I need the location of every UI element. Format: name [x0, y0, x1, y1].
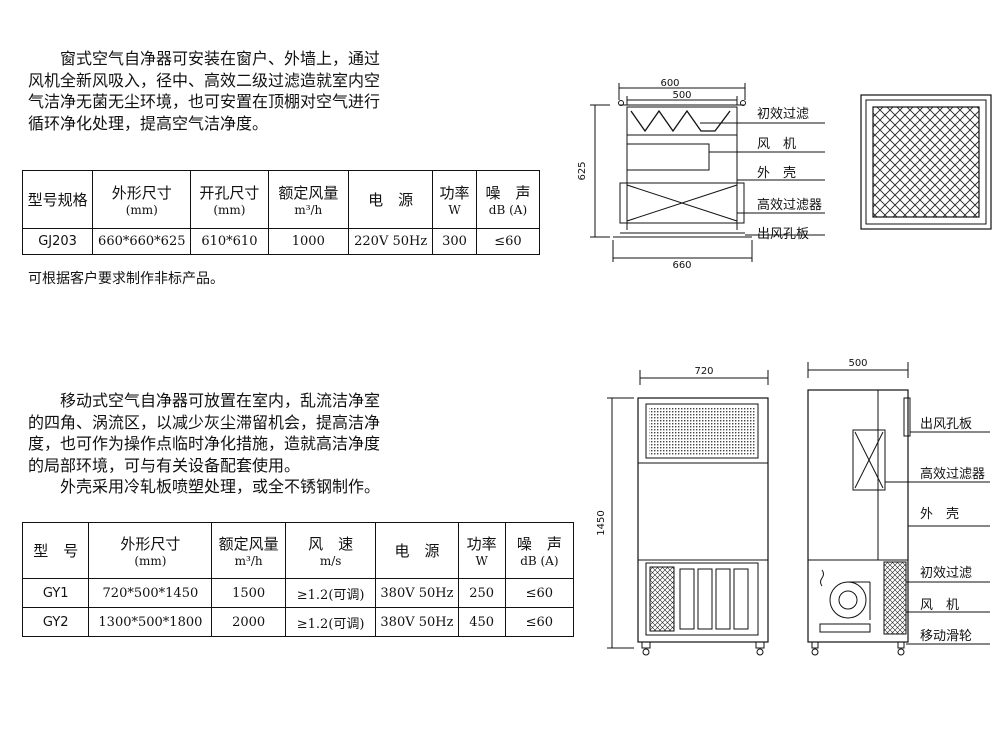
- table-cell: GJ203: [21, 228, 94, 255]
- header-cell: 电 源: [348, 170, 434, 229]
- dim-720: 720: [694, 366, 713, 377]
- label-hepa-2: 高效过滤器: [920, 466, 985, 482]
- para2-line2: 的四角、涡流区，以减少灰尘滞留机会，提高洁净: [28, 412, 381, 432]
- dim-500-depth: 500: [848, 358, 867, 369]
- label-outlet-plate-2: 出风孔板: [920, 417, 972, 432]
- table-cell: GY2: [21, 607, 90, 637]
- label-casing-2: 外 壳: [920, 507, 959, 522]
- para2-line5: 外壳采用冷轧板喷塑处理，或全不锈钢制作。: [60, 477, 381, 496]
- table-cell: ≤60: [475, 228, 541, 255]
- label-fan-2: 风 机: [920, 598, 959, 613]
- header-cell: 型号规格: [21, 170, 94, 229]
- label-initial-filter-2: 初效过滤: [920, 566, 972, 581]
- window-unit-side-view: [590, 83, 825, 262]
- label-fan: 风 机: [757, 137, 796, 152]
- dim-1450: 1450: [596, 510, 607, 535]
- table-cell: 2000: [211, 607, 286, 637]
- table-cell: 380V 50Hz: [375, 607, 459, 637]
- table-cell: 1000: [267, 228, 350, 255]
- table-cell: ≥1.2(可调): [284, 607, 377, 637]
- para1-line2: 风机全新风吸入，径中、高效二级过滤造就室内空: [28, 70, 381, 90]
- table-row: GY2 1300*500*1800 2000 ≥1.2(可调) 380V 50H…: [21, 607, 575, 637]
- table-cell: 1500: [211, 578, 286, 608]
- table-cell: 450: [457, 607, 506, 637]
- header-cell: 开孔尺寸(mm): [190, 170, 269, 229]
- table-cell: 660*660*625: [92, 228, 192, 255]
- mobile-unit-front-view: [607, 370, 769, 656]
- para2-line1: 移动式空气自净器可放置在室内，乱流洁净室: [60, 391, 381, 410]
- dim-500: 500: [672, 90, 691, 101]
- label-outlet-plate: 出风孔板: [757, 227, 809, 242]
- header-cell: 电 源: [375, 522, 459, 579]
- label-hepa: 高效过滤器: [757, 197, 822, 213]
- table-cell: GY1: [21, 578, 90, 608]
- para1-line3: 气洁净无菌无尘环境，也可安置在顶棚对空气进行: [28, 92, 381, 111]
- dim-600: 600: [660, 78, 679, 89]
- table-cell: 720*500*1450: [88, 578, 213, 608]
- para2-line4: 的局部环境，可与有关设备配套使用。: [28, 455, 301, 475]
- window-unit-front-view: [860, 94, 992, 230]
- header-cell: 型 号: [21, 522, 90, 579]
- section2-paragraph: 移动式空气自净器可放置在室内，乱流洁净室 的四角、涡流区，以减少灰尘滞留机会，提…: [28, 390, 418, 498]
- header-cell: 外形尺寸(mm): [88, 522, 213, 579]
- dim-660: 660: [672, 260, 691, 271]
- table-cell: 1300*500*1800: [88, 607, 213, 637]
- table-cell: 610*610: [190, 228, 269, 255]
- table-row: GJ203 660*660*625 610*610 1000 220V 50Hz…: [21, 228, 541, 255]
- label-casters: 移动滑轮: [920, 629, 972, 644]
- table-row: GY1 720*500*1450 1500 ≥1.2(可调) 380V 50Hz…: [21, 578, 575, 608]
- label-casing: 外 壳: [757, 166, 796, 181]
- table-cell: ≤60: [504, 578, 575, 608]
- mobile-unit-side-view: [807, 362, 990, 656]
- label-initial-filter: 初效过滤: [757, 107, 809, 122]
- custom-note: 可根据客户要求制作非标产品。: [28, 271, 224, 287]
- section1-paragraph: 窗式空气自净器可安装在窗户、外墙上，通过 风机全新风吸入，径中、高效二级过滤造就…: [28, 48, 408, 134]
- para2-line3: 度，也可作为操作点临时净化措施，造就高洁净度: [28, 434, 381, 453]
- table-cell: ≤60: [504, 607, 575, 637]
- para1-line4: 循环净化处理，提高空气洁净度。: [28, 113, 269, 133]
- table-cell: 220V 50Hz: [348, 228, 434, 255]
- dim-625: 625: [577, 161, 588, 180]
- para1-line1: 窗式空气自净器可安装在窗户、外墙上，通过: [60, 49, 381, 68]
